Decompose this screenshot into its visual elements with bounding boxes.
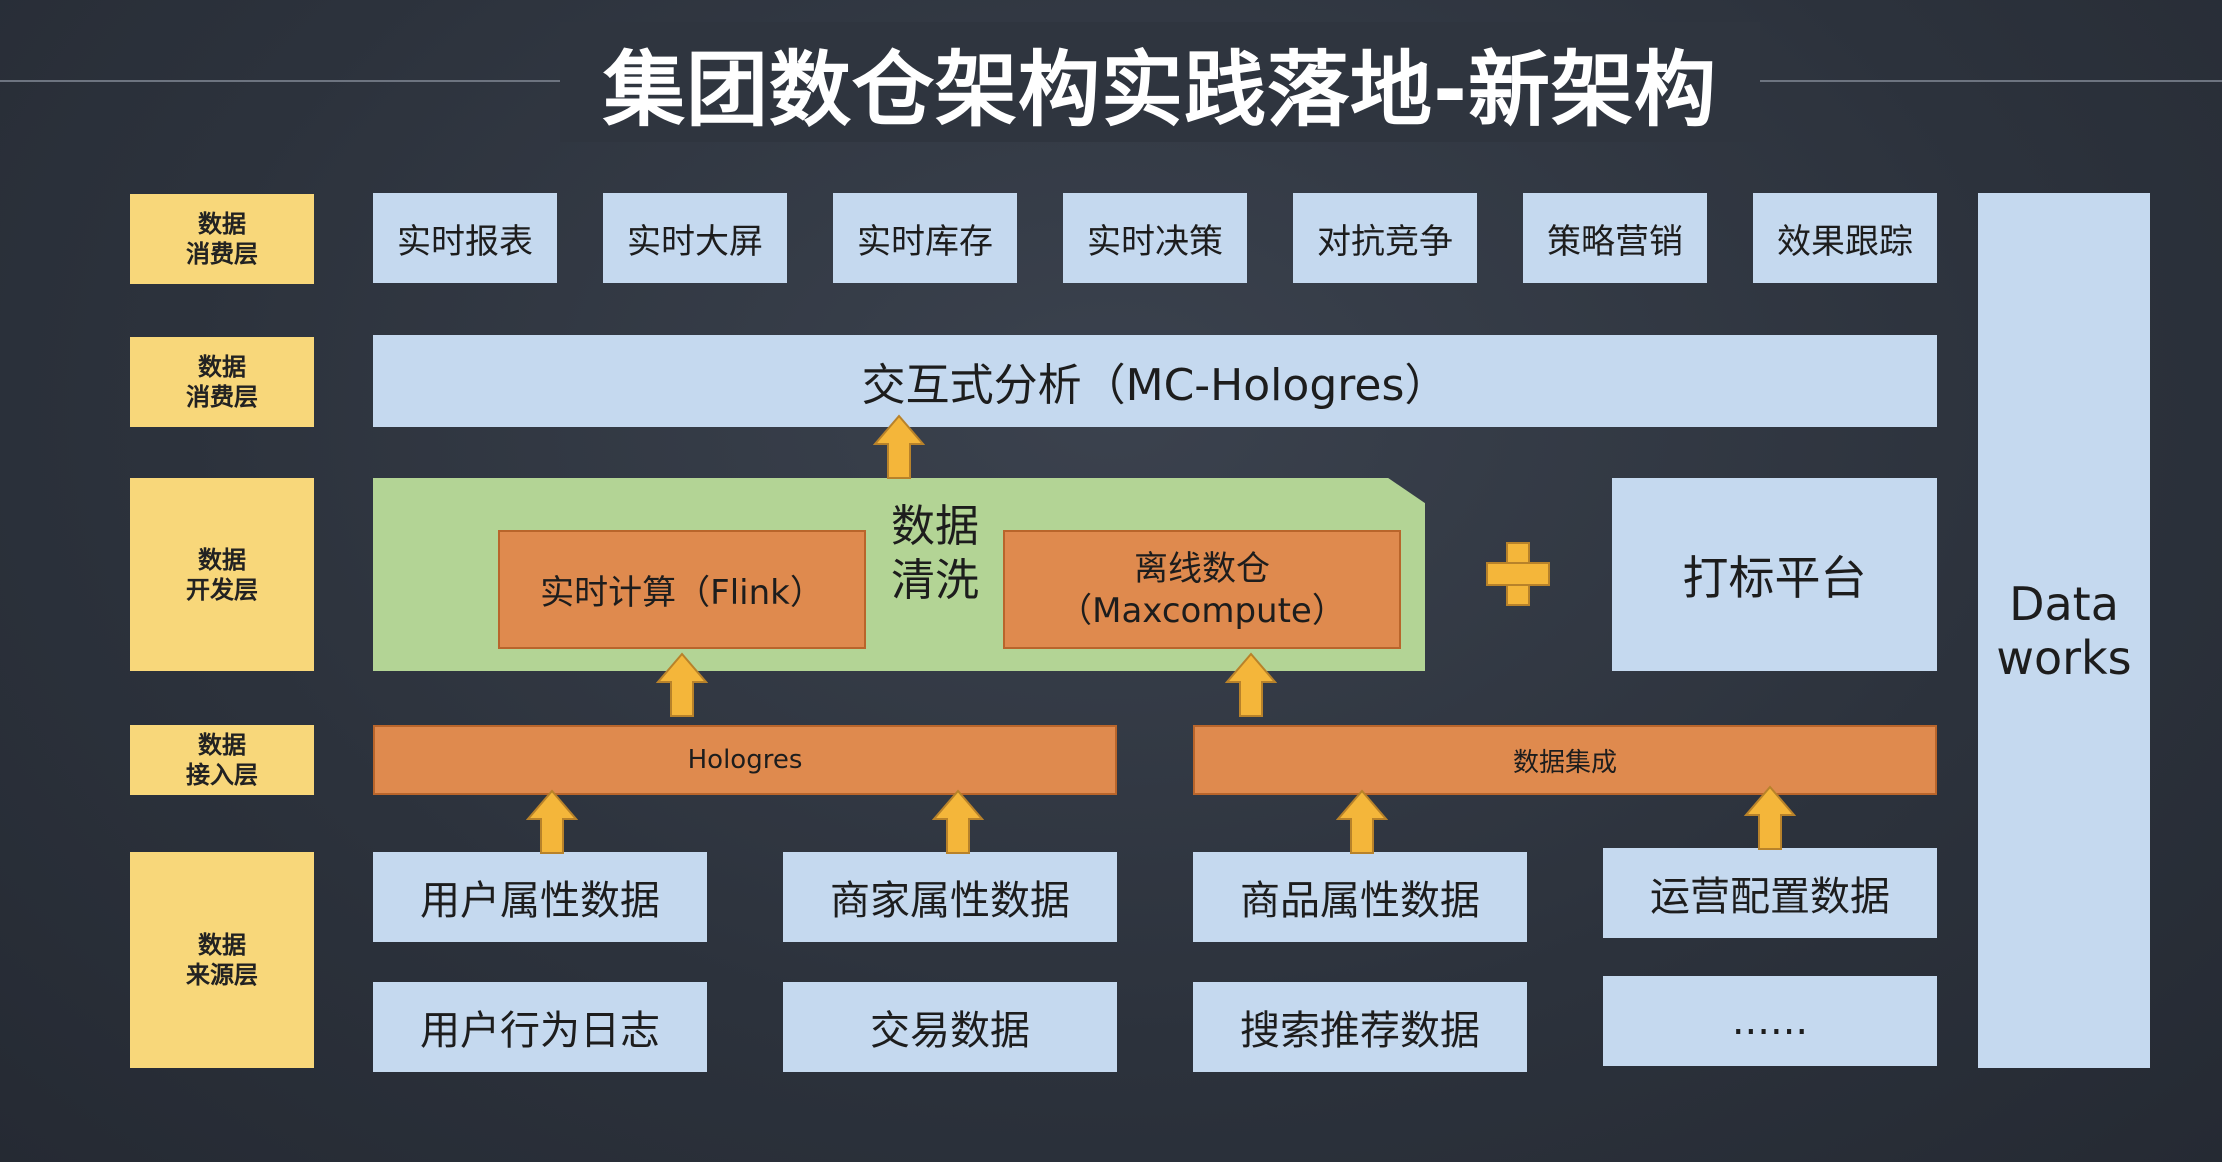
source-operation-config: 运营配置数据 xyxy=(1603,848,1937,938)
layer-label-develop: 数据 开发层 xyxy=(130,478,314,671)
app-effect-tracking: 效果跟踪 xyxy=(1753,193,1937,283)
app-realtime-screen: 实时大屏 xyxy=(603,193,787,283)
realtime-compute-box: 实时计算（Flink） xyxy=(498,530,866,649)
source-merchant-attributes: 商家属性数据 xyxy=(783,852,1117,942)
app-realtime-report: 实时报表 xyxy=(373,193,557,283)
app-realtime-decision: 实时决策 xyxy=(1063,193,1247,283)
offline-warehouse-box: 离线数仓 （Maxcompute） xyxy=(1003,530,1401,649)
data-cleaning-label: 数据 清洗 xyxy=(891,501,979,606)
layer-label-consume-1: 数据 消费层 xyxy=(130,194,314,284)
arrow-up-icon xyxy=(656,652,708,717)
data-integration-bar: 数据集成 xyxy=(1193,725,1937,795)
plus-icon xyxy=(1486,542,1550,606)
interactive-analysis-box: 交互式分析（MC-Hologres） xyxy=(373,335,1937,427)
source-product-attributes: 商品属性数据 xyxy=(1193,852,1527,942)
arrow-up-icon xyxy=(932,789,984,854)
app-strategy-marketing: 策略营销 xyxy=(1523,193,1707,283)
page-title: 集团数仓架构实践落地-新架构 xyxy=(560,22,1760,142)
dataworks-column: Data works xyxy=(1978,193,2150,1068)
arrow-up-icon xyxy=(1336,789,1388,854)
source-more-ellipsis: ...... xyxy=(1603,976,1937,1066)
arrow-up-icon xyxy=(1744,785,1796,850)
source-search-recommend: 搜索推荐数据 xyxy=(1193,982,1527,1072)
arrow-up-icon xyxy=(1225,652,1277,717)
tagging-platform-box: 打标平台 xyxy=(1612,478,1937,671)
arrow-up-icon xyxy=(873,414,925,479)
app-competition: 对抗竞争 xyxy=(1293,193,1477,283)
app-realtime-inventory: 实时库存 xyxy=(833,193,1017,283)
layer-label-consume-2: 数据 消费层 xyxy=(130,337,314,427)
layer-label-ingest: 数据 接入层 xyxy=(130,725,314,795)
hologres-ingest-bar: Hologres xyxy=(373,725,1117,795)
source-user-attributes: 用户属性数据 xyxy=(373,852,707,942)
source-user-behavior-log: 用户行为日志 xyxy=(373,982,707,1072)
source-transaction-data: 交易数据 xyxy=(783,982,1117,1072)
arrow-up-icon xyxy=(526,789,578,854)
layer-label-source: 数据 来源层 xyxy=(130,852,314,1068)
